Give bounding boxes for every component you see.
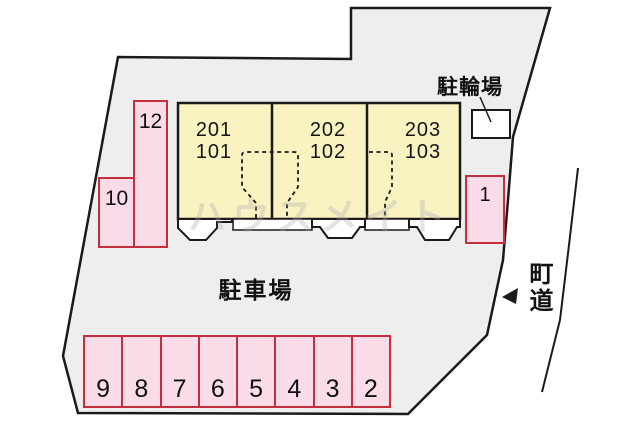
unit-2-upper: 202 <box>309 119 347 141</box>
parking-space-5-label: 5 <box>249 375 264 403</box>
unit-1-upper: 201 <box>195 119 233 141</box>
stair-landing-2 <box>364 218 410 231</box>
parking-space-12: 12 <box>133 100 168 248</box>
parking-space-6-label: 6 <box>210 375 225 403</box>
bicycle-parking-label: 駐輪場 <box>437 76 503 99</box>
parking-space-7: 7 <box>159 337 198 406</box>
parking-space-4: 4 <box>274 337 312 406</box>
parking-space-3-label: 3 <box>325 375 340 403</box>
parking-space-9-label: 9 <box>96 375 111 403</box>
parking-space-12-label: 12 <box>138 110 163 133</box>
parking-space-4-label: 4 <box>287 375 302 403</box>
parking-space-1-label: 1 <box>479 184 491 206</box>
unit-label-1: 201 101 <box>184 119 244 163</box>
parking-space-2-label: 2 <box>363 375 378 403</box>
staircase-dashed-1 <box>241 151 299 218</box>
parking-space-6: 6 <box>197 337 236 406</box>
building-outline <box>176 101 462 221</box>
parking-space-7-label: 7 <box>172 375 187 403</box>
entrance-porch-1 <box>177 218 233 241</box>
parking-row: 9 8 7 6 5 4 3 2 <box>83 335 391 408</box>
parking-space-2: 2 <box>350 337 389 406</box>
parking-lot-label: 駐車場 <box>218 277 294 303</box>
parking-space-5: 5 <box>236 337 274 406</box>
parking-space-9: 9 <box>85 337 121 406</box>
parking-space-3: 3 <box>312 337 351 406</box>
unit-3-upper: 203 <box>404 119 442 141</box>
stair-landing-1 <box>232 218 313 231</box>
bicycle-label-leader-line <box>479 96 492 123</box>
road-arrow-icon <box>502 288 518 304</box>
parking-space-1: 1 <box>465 175 505 244</box>
bicycle-parking-box <box>471 109 511 139</box>
unit-label-3: 203 103 <box>393 119 453 163</box>
unit-3-lower: 103 <box>404 141 442 163</box>
entrance-porch-3 <box>408 218 461 241</box>
road-edge-line <box>541 167 579 393</box>
staircase-dashed-2 <box>369 151 393 218</box>
parking-space-8: 8 <box>121 337 159 406</box>
unit-2-lower: 102 <box>309 141 347 163</box>
parking-space-10-label: 10 <box>104 187 129 210</box>
unit-label-2: 202 102 <box>298 119 358 163</box>
unit-1-lower: 101 <box>195 141 233 163</box>
parking-space-10: 10 <box>98 177 133 248</box>
entrance-porch-2 <box>311 218 366 239</box>
parking-space-8-label: 8 <box>134 375 149 403</box>
road-label: 町道 <box>525 261 552 315</box>
